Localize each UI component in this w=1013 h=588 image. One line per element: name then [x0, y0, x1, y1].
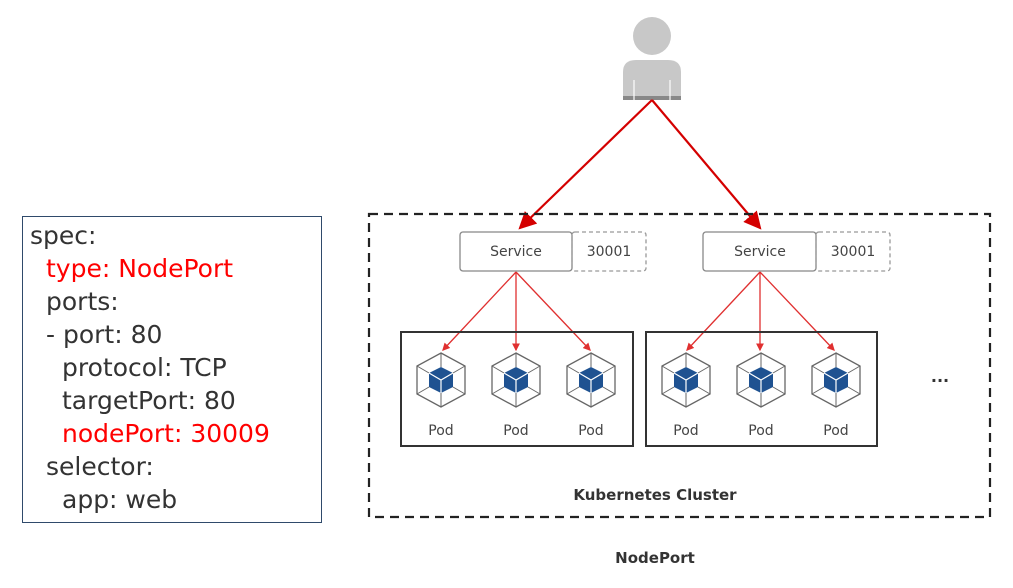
- pod-icon: [416, 352, 466, 408]
- service-label: Service: [490, 244, 542, 260]
- pod-icon: [811, 352, 861, 408]
- user-to-service-arrow: [518, 99, 653, 230]
- more-nodes-ellipsis: ...: [931, 367, 949, 386]
- yaml-spec-box: spec: type: NodePort ports: - port: 80 p…: [22, 216, 322, 523]
- code-line-spec: spec:: [30, 221, 97, 250]
- node-port-label: 30001: [587, 244, 632, 260]
- pod-icon: [736, 352, 786, 408]
- node-1: [400, 331, 634, 447]
- service-2: Service 30001: [702, 231, 891, 272]
- code-line-ports: ports:: [46, 287, 119, 316]
- code-line-type: type: NodePort: [46, 254, 234, 283]
- user-icon: [623, 17, 681, 100]
- service-label: Service: [734, 244, 786, 260]
- code-line-protocol: protocol: TCP: [62, 353, 227, 382]
- code-line-app: app: web: [62, 485, 178, 514]
- pod-label: Pod: [428, 423, 453, 439]
- code-line-selector: selector:: [46, 452, 154, 481]
- code-line-targetport: targetPort: 80: [62, 386, 236, 415]
- code-line-nodeport: nodePort: 30009: [62, 419, 270, 448]
- pod-label: Pod: [823, 423, 848, 439]
- pod-icon: [491, 352, 541, 408]
- cluster-label: Kubernetes Cluster: [573, 486, 737, 504]
- pod-icon: [566, 352, 616, 408]
- kubernetes-cluster-boundary: [367, 212, 992, 519]
- diagram-caption: NodePort: [615, 549, 695, 567]
- pod-label: Pod: [578, 423, 603, 439]
- pod-label: Pod: [503, 423, 528, 439]
- service-to-pod-arrows: [442, 271, 835, 352]
- pod-icon: [661, 352, 711, 408]
- service-1: Service 30001: [459, 231, 647, 272]
- user-to-service-arrow: [651, 99, 762, 230]
- pod-label: Pod: [673, 423, 698, 439]
- code-line-port: - port: 80: [46, 320, 163, 349]
- pod-label: Pod: [748, 423, 773, 439]
- node-2: [645, 331, 878, 447]
- node-port-label: 30001: [831, 244, 876, 260]
